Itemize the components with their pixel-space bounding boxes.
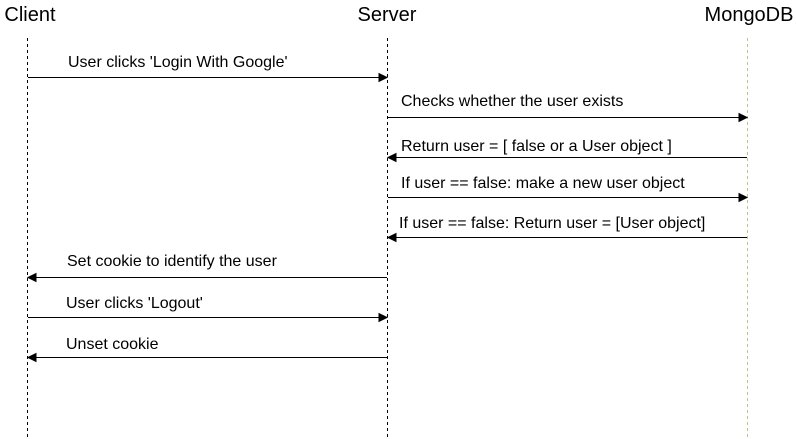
- arrow-head-icon: [378, 72, 389, 83]
- message-label: If user == false: make a new user object: [401, 175, 685, 192]
- participant-client-label: Client: [4, 4, 56, 26]
- message-check-user: Checks whether the user exists: [388, 93, 749, 123]
- message-login-request: User clicks 'Login With Google': [28, 54, 389, 83]
- arrow-head-icon: [26, 352, 37, 363]
- message-label: User clicks 'Login With Google': [68, 54, 288, 71]
- message-create-user: If user == false: make a new user object: [388, 175, 749, 203]
- message-unset-cookie: Unset cookie: [26, 336, 387, 363]
- participant-server-label: Server: [358, 4, 417, 26]
- message-label: If user == false: Return user = [User ob…: [399, 215, 705, 232]
- message-label: Unset cookie: [66, 336, 159, 353]
- arrow-head-icon: [386, 152, 397, 163]
- arrow-head-icon: [738, 192, 749, 203]
- message-label: User clicks 'Logout': [66, 295, 203, 312]
- message-label: Return user = [ false or a User object ]: [401, 138, 672, 155]
- message-return-new-user: If user == false: Return user = [User ob…: [386, 215, 747, 243]
- arrow-head-icon: [738, 112, 749, 123]
- message-label: Set cookie to identify the user: [67, 253, 278, 270]
- arrow-head-icon: [378, 312, 389, 323]
- arrow-head-icon: [26, 272, 37, 283]
- participant-mongodb-label: MongoDB: [705, 4, 794, 26]
- message-set-cookie: Set cookie to identify the user: [26, 253, 387, 283]
- arrow-head-icon: [386, 232, 397, 243]
- message-logout-request: User clicks 'Logout': [28, 295, 389, 323]
- message-label: Checks whether the user exists: [401, 93, 623, 110]
- message-return-user: Return user = [ false or a User object ]: [386, 138, 747, 163]
